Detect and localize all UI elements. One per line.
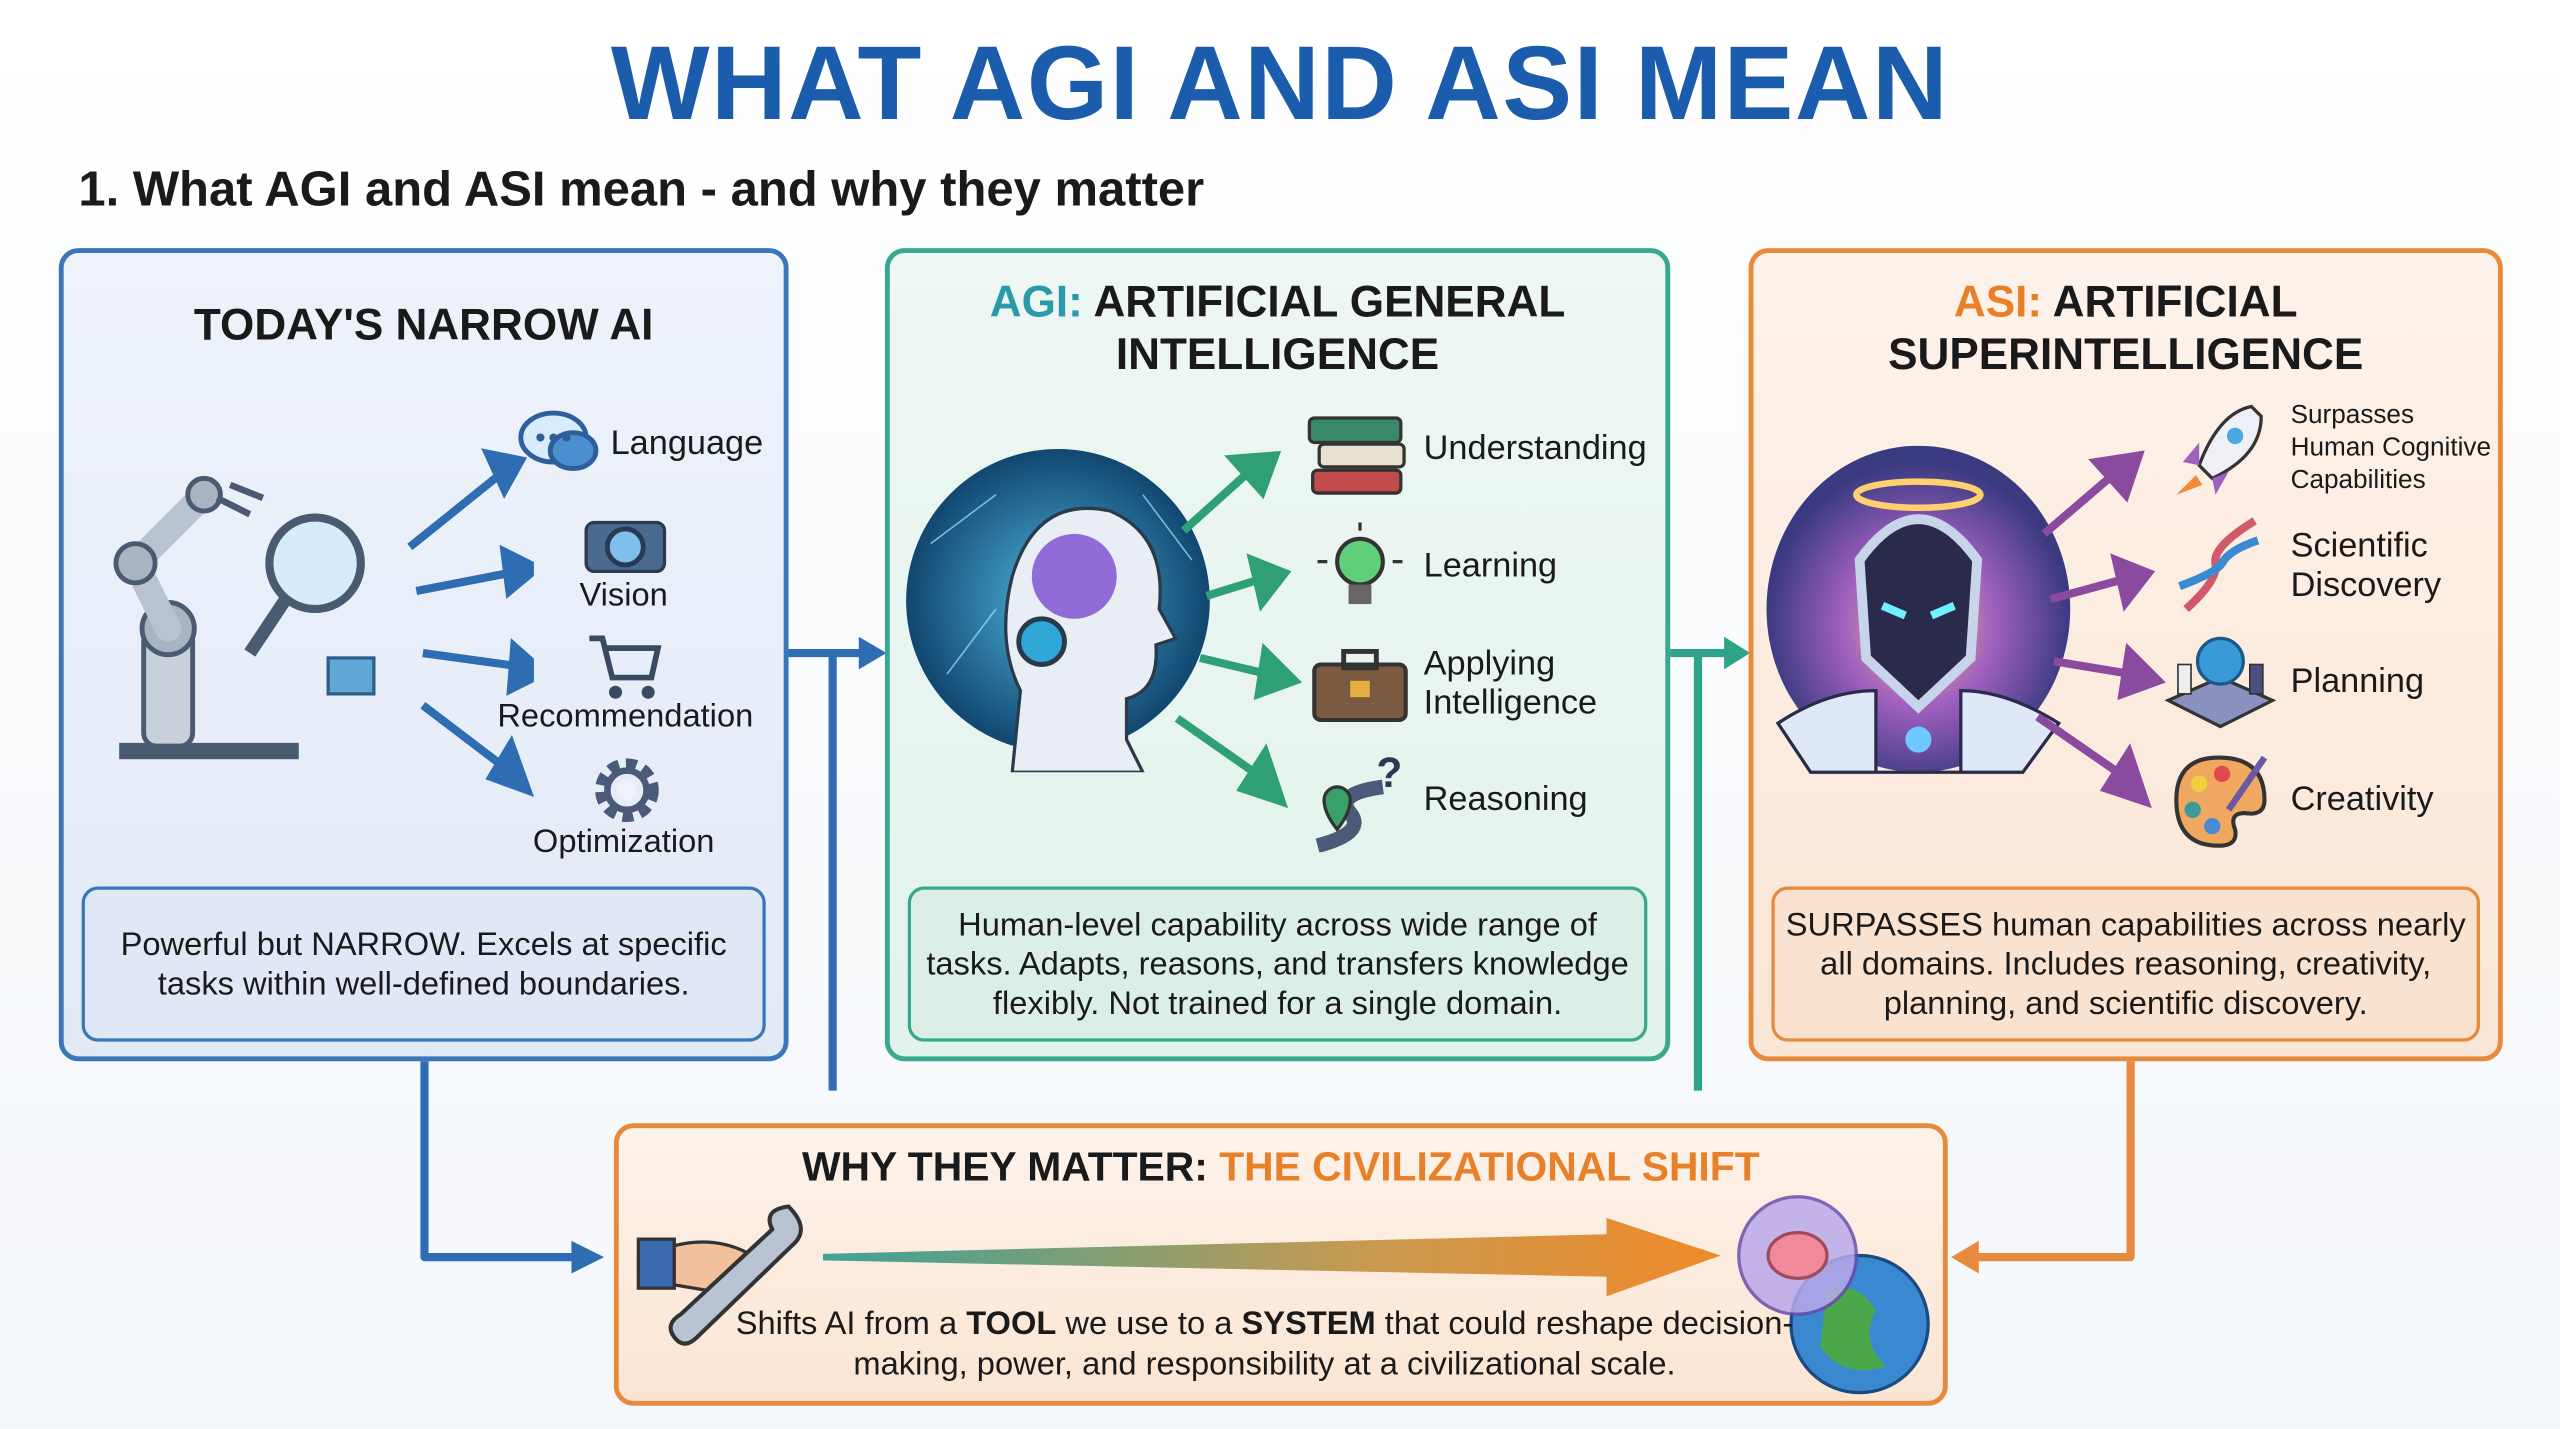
capability-vision: Vision (579, 577, 668, 614)
page-title: WHAT AGI AND ASI MEAN (610, 24, 1950, 143)
narrow-arrows-icon (407, 448, 534, 797)
asi-heading-text: ARTIFICIAL SUPERINTELLIGENCE (1888, 277, 2364, 379)
asi-panel: ASI: ARTIFICIAL SUPERINTELLIGENCE Surpa (1748, 248, 2503, 1062)
globe-brain-icon (1737, 1195, 1930, 1395)
toolbox-icon (1312, 648, 1408, 723)
connector-narrow-to-agi (788, 648, 863, 1091)
capability-reasoning: Reasoning (1423, 780, 1588, 818)
gear-icon (595, 758, 659, 823)
chat-bubble-icon (518, 410, 599, 472)
connector-narrow-to-why (420, 1061, 575, 1262)
paint-palette-icon (2174, 755, 2268, 848)
lightbulb-icon (1317, 522, 1403, 605)
capability-language: Language (610, 424, 764, 463)
asi-arrows-icon (2035, 450, 2166, 809)
camera-icon (584, 520, 667, 574)
why-heading: WHY THEY MATTER: THE CIVILIZATIONAL SHIF… (619, 1144, 1943, 1191)
agi-heading: AGI: ARTIFICIAL GENERAL INTELLIGENCE (890, 276, 1666, 380)
asi-heading: ASI: ARTIFICIAL SUPERINTELLIGENCE (1753, 276, 2497, 380)
connector-asi-to-why (1975, 1061, 2135, 1262)
why-heading-accent: THE CIVILIZATIONAL SHIFT (1219, 1144, 1760, 1191)
arrowhead (1724, 636, 1751, 670)
hand-wrench-icon (636, 1204, 803, 1346)
chess-globe-icon (2164, 636, 2276, 729)
narrow-ai-panel: TODAY'S NARROW AI Languag (58, 248, 789, 1062)
arrowhead (858, 636, 887, 670)
narrow-ai-heading: TODAY'S NARROW AI (193, 300, 654, 350)
robot-arm-magnifier-icon (113, 475, 376, 760)
narrow-ai-summary: Powerful but NARROW. Excels at specific … (81, 886, 766, 1042)
capability-applying-intelligence: Applying Intelligence (1423, 644, 1598, 722)
agi-panel: AGI: ARTIFICIAL GENERAL INTELLIGENCE Und… (884, 248, 1671, 1062)
why-heading-prefix: WHY THEY MATTER: (801, 1144, 1220, 1191)
capability-optimization: Optimization (532, 824, 715, 861)
winding-road-question-icon: ? (1315, 751, 1402, 853)
rocket-icon (2176, 404, 2263, 495)
agi-heading-prefix: AGI: (989, 277, 1083, 327)
dna-icon (2178, 517, 2260, 613)
asi-heading-prefix: ASI: (1953, 277, 2043, 327)
connector-agi-to-asi (1670, 648, 1728, 1091)
why-description: Shifts AI from a TOOL we use to a SYSTEM… (735, 1306, 1794, 1383)
shopping-cart-icon (589, 635, 662, 699)
agi-arrows-icon (1174, 450, 1303, 809)
capability-creativity: Creativity (2290, 780, 2434, 818)
capability-learning: Learning (1423, 546, 1558, 585)
ai-head-illustration (906, 448, 1210, 773)
svg-text:?: ? (1376, 751, 1402, 796)
agi-summary: Human-level capability across wide range… (907, 886, 1648, 1042)
capability-planning: Planning (2290, 662, 2425, 701)
why-they-matter-panel: WHY THEY MATTER: THE CIVILIZATIONAL SHIF… (613, 1123, 1948, 1406)
arrowhead (1951, 1240, 1979, 1274)
superintelligent-robot-illustration (1766, 445, 2071, 774)
section-subtitle: 1. What AGI and ASI mean - and why they … (78, 163, 1205, 218)
capability-recommendation: Recommendation (497, 698, 754, 735)
capability-understanding: Understanding (1423, 429, 1647, 467)
asi-summary: SURPASSES human capabilities across near… (1771, 886, 2480, 1042)
agi-heading-text: ARTIFICIAL GENERAL INTELLIGENCE (1082, 277, 1566, 379)
arrowhead (571, 1240, 605, 1274)
shift-arrow-icon (822, 1217, 1721, 1297)
capability-scientific-discovery: Scientific Discovery (2290, 527, 2442, 605)
books-icon (1307, 416, 1406, 495)
capability-surpasses-human-cognitive: Surpasses Human Cognitive Capabilities (2290, 401, 2491, 495)
